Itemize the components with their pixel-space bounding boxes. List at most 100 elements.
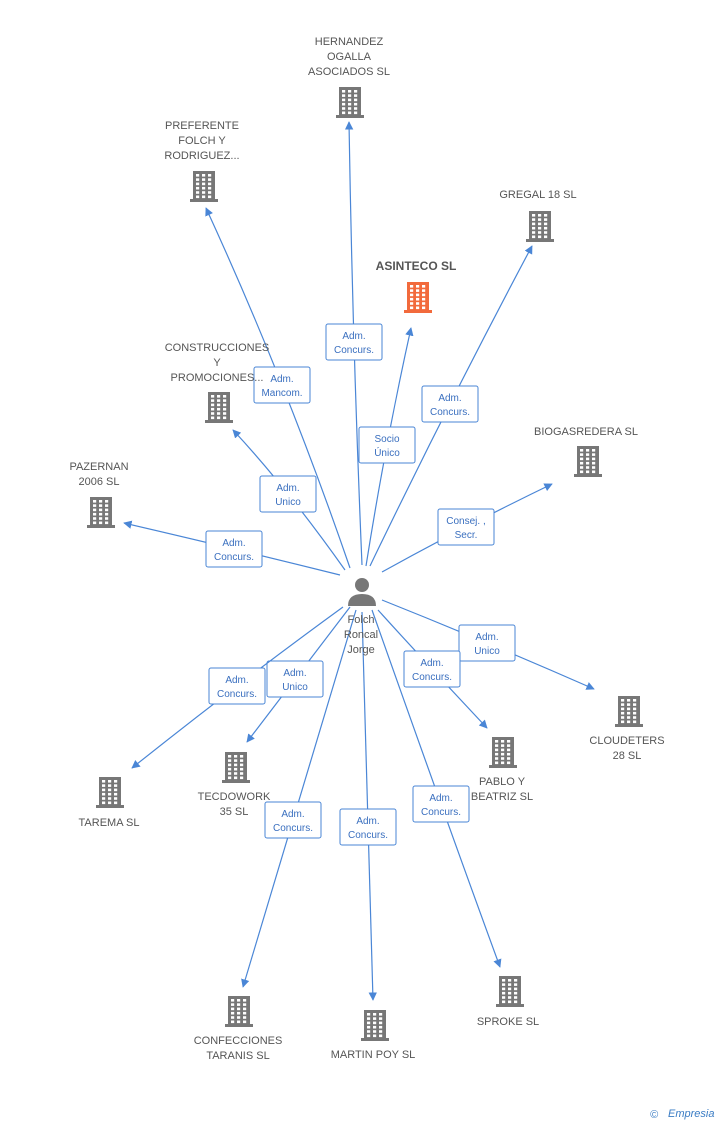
relation-label-box[interactable]	[325, 323, 383, 361]
building-icon[interactable]	[96, 777, 124, 808]
relation-label-text: Adm.	[475, 632, 498, 643]
edge-hernandez[interactable]: Adm.Concurs.	[325, 121, 383, 566]
building-icon[interactable]	[87, 497, 115, 528]
relation-label-box[interactable]	[253, 366, 311, 404]
copyright-icon: ©	[650, 1109, 659, 1121]
relation-label-text: Adm.	[342, 331, 365, 342]
relation-label-box[interactable]	[403, 650, 461, 688]
relation-label-text: Adm.	[222, 538, 245, 549]
relation-label-box[interactable]	[264, 801, 322, 839]
edge-construcciones[interactable]: Adm.Unico	[232, 429, 346, 571]
relation-label-text: Concurs.	[348, 830, 388, 841]
relation-label-text: Adm.	[420, 658, 443, 669]
company-name: PREFERENTE	[165, 120, 239, 132]
company-name: PROMOCIONES...	[171, 372, 264, 384]
company-name: OGALLA	[327, 51, 372, 63]
relation-label-box[interactable]	[208, 667, 266, 705]
relation-label-text: Concurs.	[273, 823, 313, 834]
relation-label-text: Adm.	[225, 675, 248, 686]
company-name: TAREMA SL	[79, 817, 140, 829]
company-node-cloudeters[interactable]: CLOUDETERS 28 SL	[589, 696, 665, 762]
edge-tarema[interactable]: Adm.Concurs.	[131, 606, 344, 769]
company-node-asinteco[interactable]: ASINTECO SL	[376, 259, 457, 313]
relation-label-text: Adm.	[283, 668, 306, 679]
edge-arrow	[361, 611, 377, 1001]
edge-pazernan[interactable]: Adm. Concurs.	[123, 520, 341, 576]
relation-label-box[interactable]	[205, 530, 263, 568]
company-name: 35 SL	[220, 806, 249, 818]
company-node-construcciones[interactable]: CONSTRUCCIONESYPROMOCIONES...	[165, 342, 270, 423]
company-name: TECDOWORK	[198, 791, 271, 803]
company-name: CLOUDETERS	[589, 735, 664, 747]
relation-label-text: Socio	[374, 434, 399, 445]
company-node-sproke[interactable]: SPROKE SL	[477, 976, 539, 1028]
company-node-tarema[interactable]: TAREMA SL	[79, 777, 140, 829]
relation-label-box[interactable]	[421, 385, 479, 423]
relation-label-box[interactable]	[266, 660, 324, 698]
edge-gregal[interactable]: Adm.Concurs.	[369, 245, 533, 567]
relation-label-box[interactable]	[339, 808, 397, 846]
company-name: ASINTECO SL	[376, 259, 457, 273]
company-name: SPROKE SL	[477, 1016, 539, 1028]
building-icon[interactable]	[496, 976, 524, 1007]
company-name: CONFECCIONES	[194, 1035, 283, 1047]
company-node-biogasredera[interactable]: BIOGASREDERA SL	[534, 426, 638, 477]
building-icon[interactable]	[615, 696, 643, 727]
company-name: ASOCIADOS SL	[308, 66, 390, 78]
company-name: BIOGASREDERA SL	[534, 426, 638, 438]
company-node-preferente[interactable]: PREFERENTE FOLCH Y RODRIGUEZ...	[164, 120, 240, 202]
building-icon[interactable]	[225, 996, 253, 1027]
relation-label-box[interactable]	[259, 475, 317, 513]
building-icon[interactable]	[190, 171, 218, 202]
relation-label-text: Concurs.	[214, 552, 254, 563]
relation-label-box[interactable]	[458, 624, 516, 662]
company-name: PAZERNAN	[69, 461, 128, 473]
relation-label-text: Concurs.	[412, 672, 452, 683]
company-name: Y	[213, 357, 221, 369]
company-name: GREGAL 18 SL	[499, 189, 576, 201]
building-icon[interactable]	[574, 446, 602, 477]
edge-tecdowork[interactable]: Adm.Unico	[246, 606, 351, 743]
building-icon[interactable]	[222, 752, 250, 783]
relation-label-text: Único	[374, 446, 400, 459]
company-name: RODRIGUEZ...	[164, 150, 239, 162]
edge-martinpoy[interactable]: Adm. Concurs.	[339, 611, 397, 1001]
building-icon[interactable]	[205, 392, 233, 423]
relation-label-text: Unico	[474, 646, 500, 657]
person-name: Folch	[348, 614, 375, 626]
edge-biogasredera[interactable]: Consej. ,Secr.	[381, 483, 553, 573]
relation-label-box[interactable]	[358, 426, 416, 464]
person-name: Jorge	[347, 644, 375, 656]
company-node-tecdowork[interactable]: TECDOWORK 35 SL	[198, 752, 271, 818]
edge-confecciones[interactable]: Adm. Concurs.	[241, 609, 357, 988]
edge-cloudeters[interactable]: Adm. Unico	[381, 599, 595, 690]
company-name: PABLO Y	[479, 776, 526, 788]
building-icon[interactable]	[404, 282, 432, 313]
brand-logo: Empresia	[668, 1108, 714, 1120]
company-name: FOLCH Y	[178, 135, 226, 147]
relation-label-text: Adm.	[276, 483, 299, 494]
relation-label-box[interactable]	[437, 508, 495, 546]
relation-label-text: Adm.	[281, 809, 304, 820]
building-icon[interactable]	[526, 211, 554, 242]
edge-sproke[interactable]: Adm. Concurs.	[371, 609, 502, 968]
building-icon[interactable]	[361, 1010, 389, 1041]
company-node-martinpoy[interactable]: MARTIN POY SL	[331, 1010, 416, 1061]
relation-label-text: Adm.	[356, 816, 379, 827]
company-name: 28 SL	[613, 750, 642, 762]
footer-logo: © Empresia	[650, 1108, 714, 1121]
building-icon[interactable]	[489, 737, 517, 768]
edge-pablo[interactable]: Adm. Concurs.	[377, 609, 488, 729]
company-node-gregal[interactable]: GREGAL 18 SL	[499, 189, 577, 242]
company-node-confecciones[interactable]: CONFECCIONES TARANIS SL	[194, 996, 283, 1062]
edge-preferente[interactable]: Adm.Mancom.	[205, 207, 351, 569]
building-icon[interactable]	[336, 87, 364, 118]
relation-label-box[interactable]	[412, 785, 470, 823]
company-name: TARANIS SL	[206, 1050, 269, 1062]
